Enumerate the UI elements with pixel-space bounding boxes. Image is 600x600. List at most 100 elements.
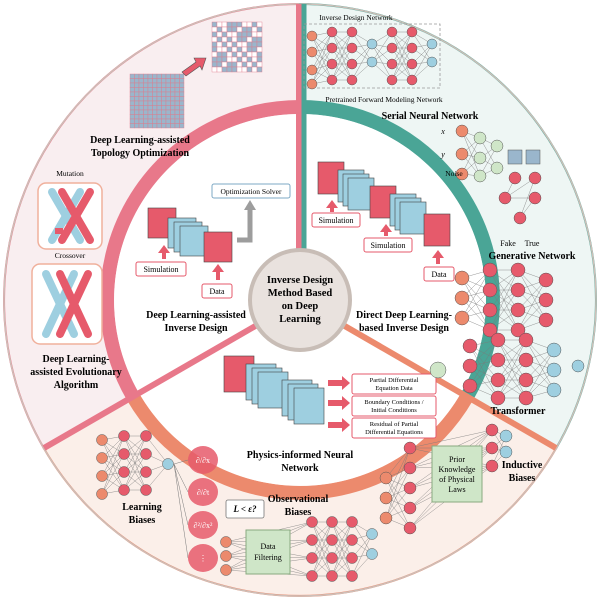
grid-cell	[147, 100, 153, 106]
network-edge	[173, 463, 189, 493]
grid-cell	[147, 82, 153, 88]
grid-cell	[152, 96, 158, 102]
grid-cell	[147, 96, 153, 102]
network-edge	[351, 43, 373, 81]
grid-cell	[251, 41, 258, 48]
grid-cell	[138, 82, 144, 88]
network-edge	[497, 339, 527, 399]
learning-biases-title-1: Learning	[122, 502, 161, 513]
grid-cell	[236, 31, 243, 38]
grid-cell	[216, 61, 223, 68]
crossover-label: Crossover	[55, 251, 86, 260]
grid-cell	[174, 78, 180, 84]
network-edge	[411, 43, 433, 81]
residual-box	[351, 417, 437, 439]
layer-block	[179, 225, 209, 257]
grid-cell	[211, 66, 218, 73]
mutation-mark	[55, 228, 63, 234]
grid-cell	[161, 78, 167, 84]
grid-cell	[152, 100, 158, 106]
grid-cell	[152, 78, 158, 84]
crossover-chromosomes	[42, 270, 92, 338]
network-node	[326, 570, 338, 582]
layer-block	[203, 231, 233, 263]
network-node	[454, 310, 470, 326]
grid-cell	[143, 73, 149, 79]
grid-cell	[246, 51, 253, 58]
network-node	[326, 26, 338, 38]
network-node	[490, 372, 506, 388]
grid-cell	[165, 105, 171, 111]
network-node	[490, 161, 504, 175]
network-node	[546, 342, 562, 358]
input-node	[429, 361, 447, 379]
network-node	[326, 552, 338, 564]
network-node	[546, 362, 562, 378]
grid-cell	[221, 61, 228, 68]
data-label: Data	[209, 287, 225, 296]
simulation-box	[311, 212, 361, 228]
grid-cell	[138, 100, 144, 106]
grid-cell	[129, 91, 135, 97]
grid-cell	[251, 66, 258, 73]
network-node	[455, 147, 469, 161]
grid-cell	[165, 87, 171, 93]
up-arrow	[158, 245, 170, 253]
grid-cell	[161, 82, 167, 88]
derivative-symbol: ∂²/∂x²	[194, 521, 214, 530]
network-edge	[173, 463, 189, 559]
grid-cell	[165, 82, 171, 88]
network-node	[306, 516, 318, 528]
grid-cell	[211, 31, 218, 38]
network-edge	[311, 31, 333, 85]
grid-cell	[138, 73, 144, 79]
grid-cell	[174, 109, 180, 115]
grid-cell	[211, 21, 218, 28]
direct-title-1: Direct Deep Learning-	[356, 310, 452, 321]
grid-cell	[156, 118, 162, 124]
grid-cell	[221, 31, 228, 38]
derivative-node	[188, 511, 218, 539]
network-node	[306, 570, 318, 582]
grid-cell	[246, 26, 253, 33]
network-edge	[519, 177, 536, 219]
network-node	[473, 131, 487, 145]
network-edge	[173, 463, 189, 526]
topology-title-2: Topology Optimization	[91, 148, 190, 159]
network-edge	[469, 345, 499, 399]
grid-cell	[161, 87, 167, 93]
grid-cell	[221, 41, 228, 48]
grid-cell	[216, 31, 223, 38]
grid-cell	[221, 46, 228, 53]
grid-cell	[221, 21, 228, 28]
grid-cell	[251, 61, 258, 68]
grid-cell	[170, 105, 176, 111]
solver-box	[211, 183, 291, 199]
data-box	[201, 283, 233, 299]
network-node	[326, 516, 338, 528]
network-edge	[123, 435, 147, 473]
grid-cell	[179, 114, 185, 120]
chromosome	[56, 270, 92, 338]
dl-assisted-illustration: Optimization Solver Simulation Data	[135, 183, 291, 299]
transformer-title: Transformer	[491, 406, 546, 417]
network-node	[538, 312, 554, 328]
boundary-label-1: Boundary Conditions /	[364, 399, 423, 406]
network-node	[455, 167, 469, 181]
grid-cell	[170, 123, 176, 129]
grid-cell	[143, 114, 149, 120]
grid-cell	[147, 78, 153, 84]
grid-cell	[179, 109, 185, 115]
divider-left	[42, 322, 259, 451]
network-edge	[331, 521, 353, 559]
network-node	[306, 552, 318, 564]
right-arrow	[328, 376, 350, 390]
network-node	[518, 352, 534, 368]
evolutionary-title-2: assisted Evolutionary	[30, 367, 121, 378]
gan-fake-label: Fake	[500, 239, 516, 248]
grid-cell	[236, 66, 243, 73]
simulation-box	[363, 237, 413, 253]
network-node	[406, 26, 418, 38]
grid-cell	[241, 41, 248, 48]
network-node	[306, 46, 318, 58]
